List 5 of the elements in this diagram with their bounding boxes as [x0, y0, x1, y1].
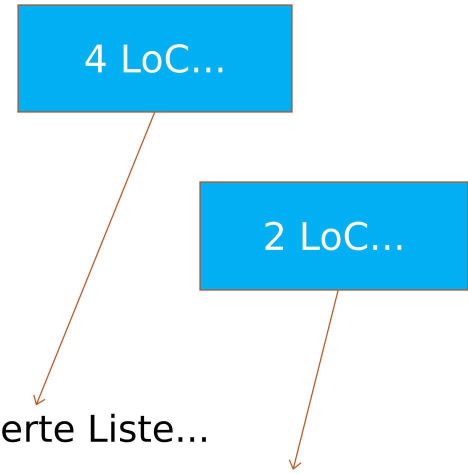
text-label: erte Liste... [2, 414, 206, 442]
arrow [288, 290, 339, 470]
arrow [33, 112, 156, 406]
process-box: 4 LoC... [17, 4, 293, 113]
process-box: 2 LoC... [199, 181, 468, 291]
